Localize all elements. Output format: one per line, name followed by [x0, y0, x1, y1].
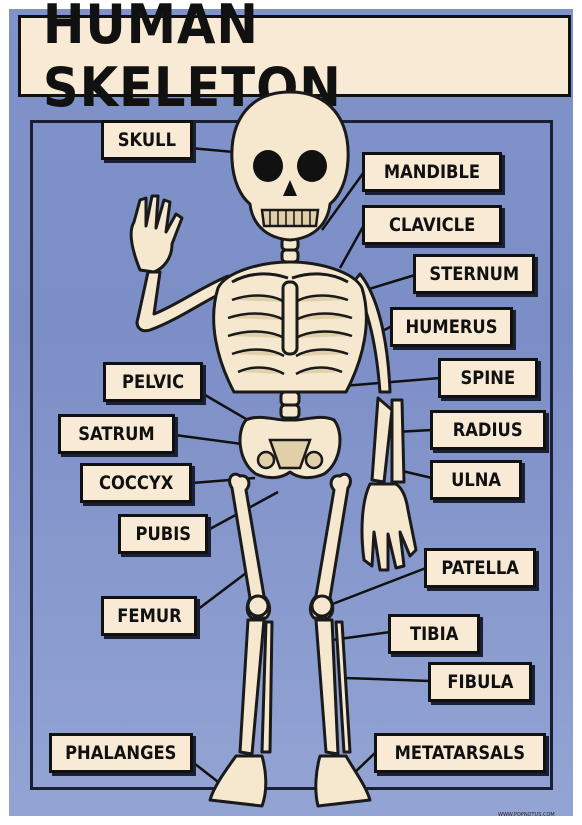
- label-clavicle: CLAVICLE: [362, 205, 502, 245]
- label-satrum: SATRUM: [58, 414, 175, 454]
- label-pubis: PUBIS: [118, 514, 208, 554]
- label-patella: PATELLA: [424, 548, 536, 588]
- label-pelvic: PELVIC: [103, 362, 203, 402]
- ribcage: [214, 262, 367, 392]
- label-fibula: FIBULA: [428, 662, 532, 702]
- label-skull: SKULL: [101, 120, 193, 160]
- label-mandible: MANDIBLE: [362, 152, 502, 192]
- credit-text: WWW.POPNOTUS.COM: [498, 812, 555, 818]
- label-sternum: STERNUM: [413, 254, 535, 294]
- pelvis: [240, 417, 340, 477]
- label-spine: SPINE: [438, 358, 538, 398]
- label-coccyx: COCCYX: [80, 463, 192, 503]
- label-ulna: ULNA: [430, 460, 522, 500]
- label-radius: RADIUS: [430, 410, 546, 450]
- label-phalanges: PHALANGES: [49, 733, 193, 773]
- label-femur: FEMUR: [101, 596, 197, 636]
- label-metatarsals: METATARSALS: [374, 733, 546, 773]
- label-humerus: HUMERUS: [390, 307, 513, 347]
- label-tibia: TIBIA: [388, 614, 480, 654]
